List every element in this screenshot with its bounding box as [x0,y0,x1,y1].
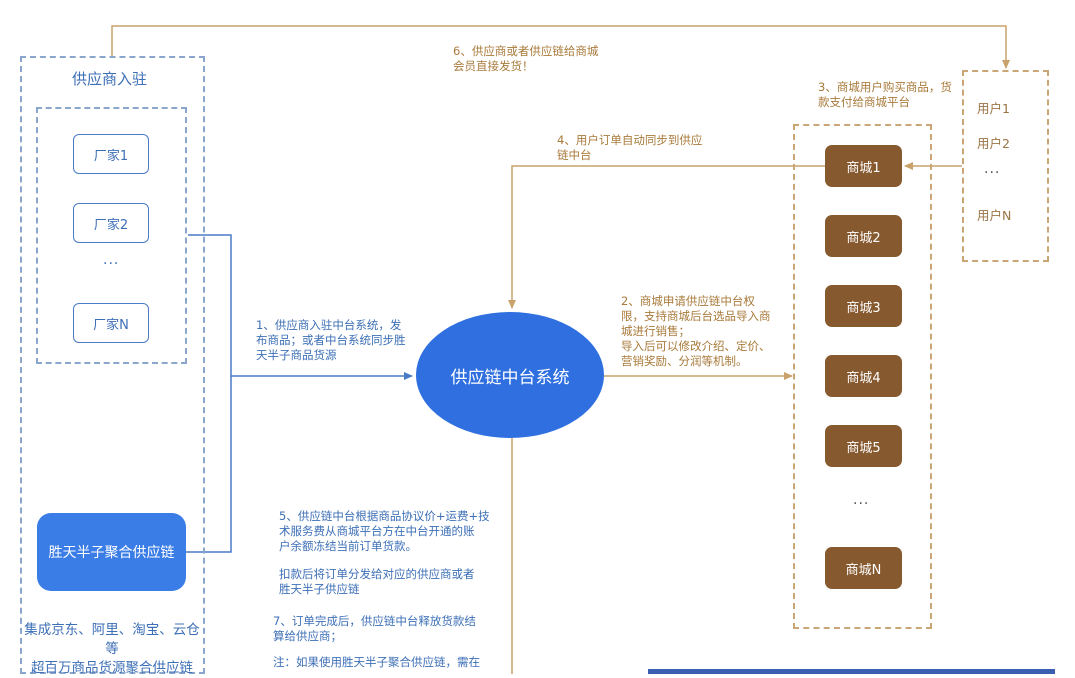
annotation-step5b: 扣款后将订单分发给对应的供应商或者 胜天半子供应链 [279,567,475,597]
mall-2[interactable]: 商城2 [825,215,902,257]
aggregator-node[interactable]: 胜天半子聚合供应链 [37,513,186,591]
vendor-group [36,107,187,364]
annotation-line: 扣款后将订单分发给对应的供应商或者 [279,567,475,581]
link-aggregator-to-core [186,376,232,553]
supplier-zone-title: 供应商入驻 [72,70,148,88]
mall-1[interactable]: 商城1 [825,145,902,187]
annotation-line: 2、商城申请供应链中台权 [621,294,755,308]
annotation-line: 款支付给商城平台 [818,95,910,109]
annotation-step7: 7、订单完成后，供应链中台释放货款结 算给供应商； [273,614,476,644]
annotation-line: 算给供应商； [273,629,342,643]
mall-zone [793,124,932,629]
annotation-line: 注：如果使用胜天半子聚合供应链，需在 [273,655,480,669]
annotation-line: 链中台 [557,148,592,162]
supplier-zone [20,56,205,674]
mall-3[interactable]: 商城3 [825,285,902,327]
annotation-line: 会员直接发货！ [453,59,534,73]
annotation-line: 限，支持商城后台选品导入商 [621,309,771,323]
aggregator-note-line: 集成京东、阿里、淘宝、云仓等 [24,622,200,657]
annotation-line: 城进行销售； [621,324,690,338]
link-vendors-to-core [188,234,413,380]
bottom-edge-bar [648,669,1055,674]
annotation-step2: 2、商城申请供应链中台权 限，支持商城后台选品导入商 城进行销售； 导入后可以修… [621,294,771,369]
annotation-line: 天半子商品货源 [256,348,337,362]
annotation-line: 5、供应链中台根据商品协议价+运费+技 [279,509,490,523]
annotation-line: 4、用户订单自动同步到供应 [557,133,703,147]
user-n[interactable]: 用户N [977,208,1012,223]
core-system-node[interactable]: 供应链中台系统 [416,312,604,438]
vendor-2[interactable]: 厂家2 [73,203,149,243]
annotation-line: 户余额冻结当前订单货款。 [279,539,417,553]
annotation-note: 注：如果使用胜天半子聚合供应链，需在 [273,655,480,670]
vendor-ellipsis: ··· [103,256,120,272]
annotation-line: 布商品；或者中台系统同步胜 [256,333,406,347]
mall-ellipsis: ··· [853,496,870,512]
annotation-step5: 5、供应链中台根据商品协议价+运费+技 术服务费从商城平台方在中台开通的账 户余… [279,509,490,554]
link-order-sync [508,165,825,309]
annotation-line: 营销奖励、分润等机制。 [621,354,748,368]
mall-4[interactable]: 商城4 [825,355,902,397]
annotation-line: 导入后可以修改介绍、定价、 [621,339,771,353]
mall-n[interactable]: 商城N [825,547,902,589]
user-ellipsis: ··· [984,165,1001,181]
annotation-line: 7、订单完成后，供应链中台释放货款结 [273,614,476,628]
annotation-line: 术服务费从商城平台方在中台开通的账 [279,524,475,538]
vendor-n[interactable]: 厂家N [73,303,149,343]
mall-5[interactable]: 商城5 [825,425,902,467]
vendor-1[interactable]: 厂家1 [73,134,149,174]
annotation-line: 胜天半子供应链 [279,582,360,596]
user-1[interactable]: 用户1 [977,101,1010,116]
annotation-line: 1、供应商入驻中台系统，发 [256,318,402,332]
aggregator-note: 集成京东、阿里、淘宝、云仓等 超百万商品货源聚合供应链 [18,621,206,678]
annotation-step4: 4、用户订单自动同步到供应 链中台 [557,133,702,163]
annotation-step1: 1、供应商入驻中台系统，发 布商品；或者中台系统同步胜 天半子商品货源 [256,318,406,363]
link-step6-delivery [111,25,1010,69]
annotation-step6: 6、供应商或者供应链给商城 会员直接发货！ [453,44,598,74]
annotation-line: 6、供应商或者供应链给商城 [453,44,599,58]
user-2[interactable]: 用户2 [977,136,1010,151]
aggregator-note-line: 超百万商品货源聚合供应链 [31,660,193,676]
annotation-line: 3、商城用户购买商品，货 [818,80,952,94]
annotation-step3: 3、商城用户购买商品，货 款支付给商城平台 [818,80,952,110]
user-zone [962,70,1049,262]
